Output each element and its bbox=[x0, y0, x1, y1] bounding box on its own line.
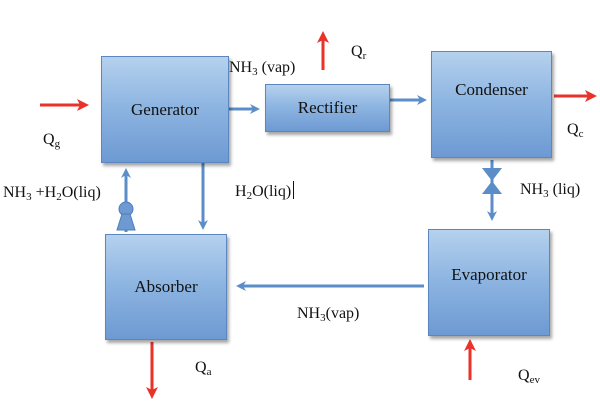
condenser-box: Condenser bbox=[431, 51, 552, 158]
label-nh3-liq: NH3 (liq) bbox=[520, 181, 581, 200]
label-q-a: Qa bbox=[195, 359, 212, 378]
label-q-r: Qr bbox=[351, 43, 367, 62]
absorber-box: Absorber bbox=[105, 234, 227, 340]
label-q-c: Qc bbox=[567, 121, 584, 140]
evaporator-label: Evaporator bbox=[451, 264, 527, 284]
pump-icon bbox=[116, 201, 136, 231]
label-q-ev: Qev bbox=[518, 367, 540, 386]
generator-label: Generator bbox=[131, 99, 199, 119]
label-nh3-h2o-liq: NH3 +H2O(liq) bbox=[3, 184, 101, 203]
absorber-label: Absorber bbox=[134, 277, 198, 296]
condenser-label: Condenser bbox=[455, 79, 528, 99]
expansion-valve-icon bbox=[482, 168, 502, 194]
evaporator-box: Evaporator bbox=[428, 229, 550, 336]
rectifier-box: Rectifier bbox=[265, 84, 390, 132]
label-q-g: Qg bbox=[43, 131, 61, 150]
rectifier-label: Rectifier bbox=[297, 98, 358, 117]
label-nh3-vap-bottom: NH3(vap) bbox=[297, 305, 360, 324]
generator-box: Generator bbox=[101, 56, 229, 163]
text-cursor bbox=[293, 181, 295, 199]
label-h2o-liq: H2O(liq) bbox=[235, 181, 295, 202]
label-nh3-vap-top: NH3 (vap) bbox=[229, 59, 296, 78]
